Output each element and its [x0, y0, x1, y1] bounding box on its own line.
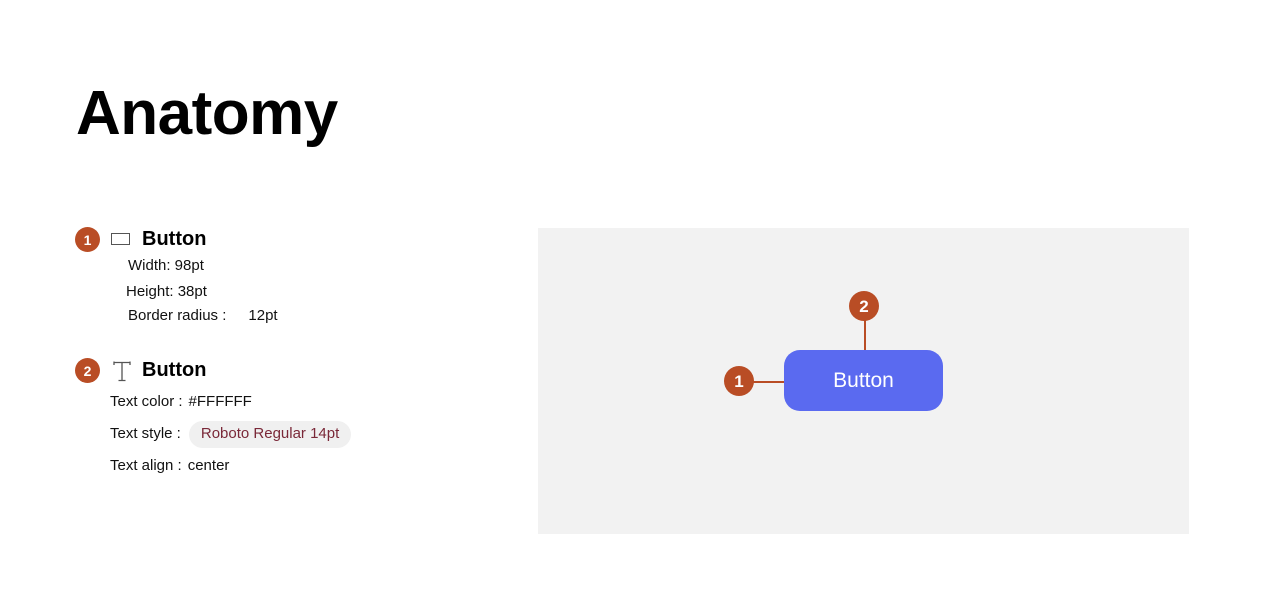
callout-1-leader-line — [752, 381, 784, 383]
spec-text-align: Text align : center — [110, 456, 229, 476]
spec-title-button-container: Button — [142, 228, 207, 250]
spec-text-align-value: center — [187, 457, 230, 474]
spec-text-style: Text style : Roboto Regular 14pt — [110, 421, 352, 448]
spec-text-style-label: Text style : — [110, 425, 181, 442]
spec-text-color: Text color : #FFFFFF — [110, 392, 252, 412]
spec-border-radius: Border radius : 12pt — [128, 306, 278, 326]
spec-border-radius-label: Border radius : — [128, 307, 227, 324]
page-title: Anatomy — [76, 79, 338, 148]
text-style-token: Roboto Regular 14pt — [188, 421, 352, 448]
rectangle-icon — [111, 233, 130, 245]
callout-marker-1: 1 — [724, 366, 754, 396]
callout-marker-2: 2 — [849, 291, 879, 321]
spec-marker-2: 2 — [75, 358, 100, 383]
spec-width: Width: 98pt — [128, 257, 204, 274]
sample-button[interactable]: Button — [784, 350, 943, 411]
text-icon — [113, 361, 131, 382]
spec-marker-1: 1 — [75, 227, 100, 252]
spec-text-color-value: #FFFFFF — [188, 393, 252, 410]
callout-2-leader-line — [864, 319, 866, 361]
spec-title-button-text: Button — [142, 359, 207, 381]
spec-text-color-label: Text color : — [110, 393, 183, 410]
spec-height: Height: 38pt — [126, 283, 207, 300]
spec-text-align-label: Text align : — [110, 457, 182, 474]
spec-border-radius-value: 12pt — [248, 307, 278, 324]
